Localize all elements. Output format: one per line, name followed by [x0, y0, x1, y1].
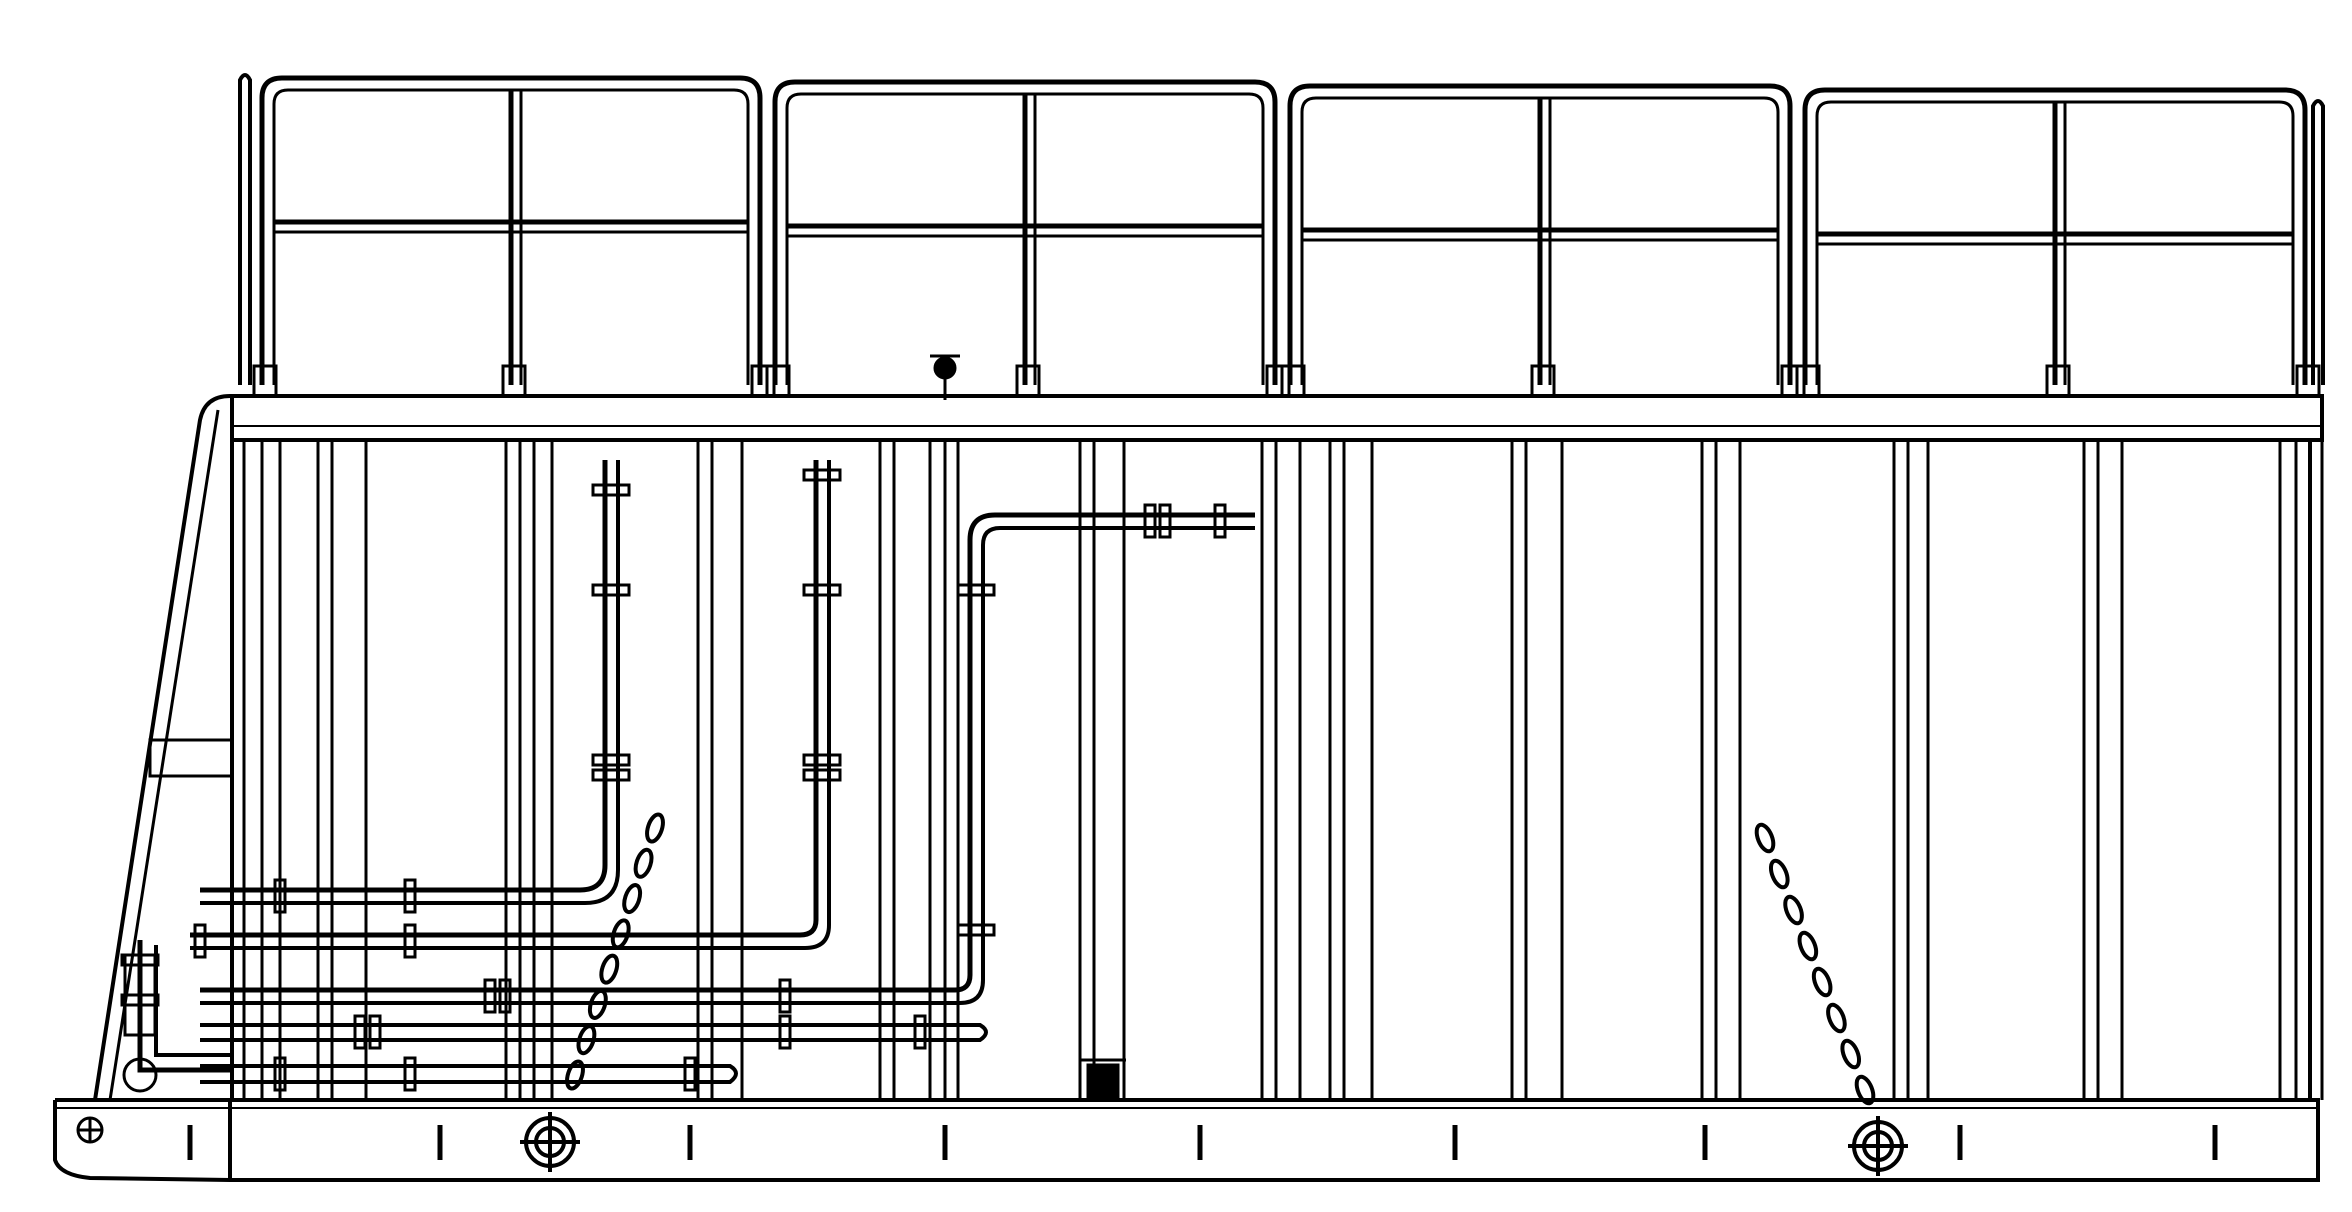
flange [956, 583, 996, 597]
chain-link [633, 847, 654, 879]
chain-link [1783, 894, 1804, 926]
handrail [238, 73, 2325, 398]
flange [1213, 503, 1227, 539]
valve-icon [122, 953, 158, 1093]
chain-link [1797, 930, 1819, 962]
chain-link [1854, 1074, 1876, 1106]
flange [403, 1056, 417, 1092]
post-base [2045, 364, 2071, 398]
flange [683, 1056, 697, 1092]
chain-link [599, 953, 620, 985]
post-base [1015, 364, 1041, 398]
post-base [1780, 364, 1806, 398]
post-base [2295, 364, 2321, 398]
railing-frame [259, 75, 763, 385]
post-base [750, 364, 776, 398]
flange [1158, 503, 1172, 539]
lifting-lug-icon [1848, 1116, 1908, 1176]
base-ribs [187, 1125, 2218, 1160]
chain-link [1826, 1002, 1847, 1034]
flange [403, 923, 417, 959]
flange [802, 768, 842, 782]
flange [591, 768, 631, 782]
flange [353, 1014, 367, 1050]
chain-link [587, 988, 608, 1020]
chain-link [576, 1024, 597, 1056]
piping-manifold [137, 460, 1255, 1084]
flange [591, 483, 631, 497]
base-skid [53, 1098, 2320, 1182]
railing-bay [252, 75, 776, 398]
flange [802, 753, 842, 767]
chain-link [1754, 822, 1776, 854]
railing-frame [1287, 83, 1793, 385]
flange [498, 978, 512, 1014]
post-base [1530, 364, 1556, 398]
flange-icon [120, 468, 1227, 1092]
post-base [1280, 364, 1306, 398]
flange [1143, 503, 1157, 539]
chain-link [645, 812, 665, 844]
flange [802, 468, 842, 482]
end-post [2311, 99, 2325, 385]
flange [483, 978, 497, 1014]
flange [273, 1056, 287, 1092]
chain-link [1811, 966, 1833, 998]
flange [956, 923, 996, 937]
flange [591, 753, 631, 767]
flange [120, 993, 160, 1007]
flange [778, 978, 792, 1014]
lifting-lug-icon [520, 1112, 580, 1172]
railing-bay [1795, 87, 2321, 398]
flange [273, 878, 287, 914]
post-base [765, 364, 791, 398]
valve-icon [930, 354, 960, 400]
chain-link [565, 1059, 585, 1091]
chain-link [1768, 858, 1790, 890]
end-post [238, 73, 252, 385]
flange [591, 583, 631, 597]
post-base [1265, 364, 1291, 398]
post-base [501, 364, 527, 398]
flange [802, 583, 842, 597]
flange [368, 1014, 382, 1050]
chain-link [1840, 1038, 1862, 1070]
chain-link [610, 918, 631, 950]
tank-body [93, 394, 2324, 1101]
flange [913, 1014, 927, 1050]
railing-frame [1802, 87, 2308, 385]
flange [193, 923, 207, 959]
flange [778, 1014, 792, 1050]
valve-icon [1080, 1058, 1126, 1102]
post-base [252, 364, 278, 398]
chain-icon [565, 812, 1876, 1106]
railing-bay [765, 79, 1291, 398]
railing-bay [1280, 83, 1806, 398]
railing-frame [772, 79, 1278, 385]
flange [403, 878, 417, 914]
drain-plug-icon [76, 1116, 104, 1144]
post-base [1795, 364, 1821, 398]
chain-link [622, 883, 643, 915]
